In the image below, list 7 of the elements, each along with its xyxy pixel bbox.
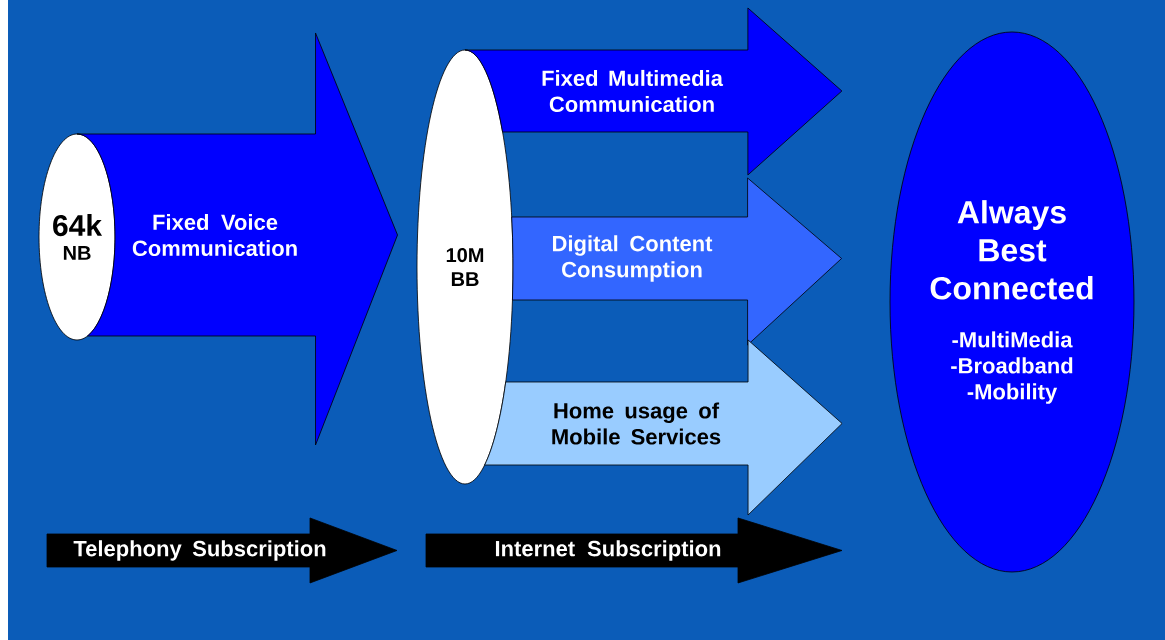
edge-label: Digital Content Consumption xyxy=(553,235,713,282)
edge-label: Fixed Voice Communication xyxy=(132,213,297,257)
block-arrow xyxy=(484,339,843,516)
edge-label: Home usage of Mobile Services xyxy=(552,402,721,445)
block-arrow xyxy=(464,7,843,176)
edge-label: Fixed Multimedia Communication xyxy=(542,69,724,113)
block-arrow xyxy=(76,32,398,446)
